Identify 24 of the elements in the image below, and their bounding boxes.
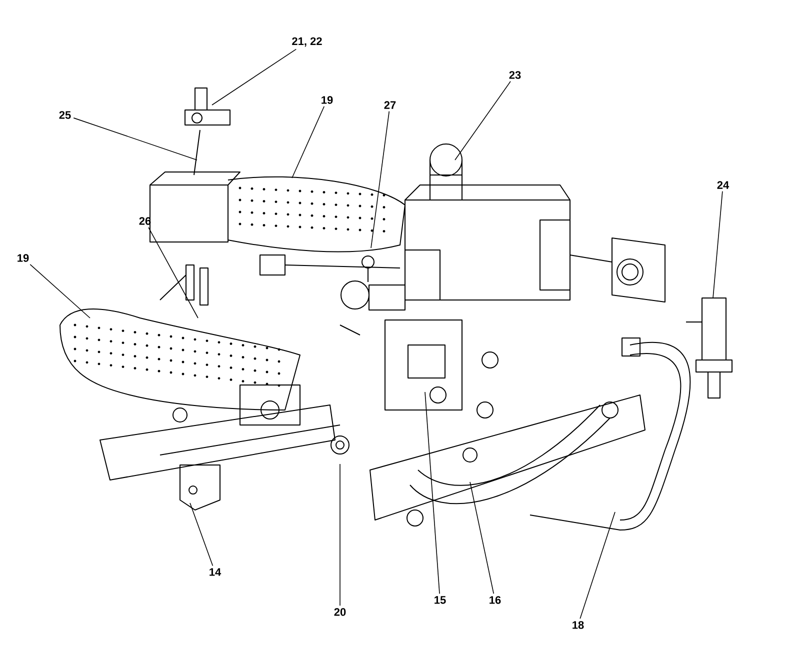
leader-line bbox=[712, 190, 723, 298]
callout-number: 16 bbox=[490, 596, 501, 604]
leader-line bbox=[454, 81, 511, 160]
callout-number: 14 bbox=[210, 568, 222, 576]
leader-line bbox=[370, 110, 390, 248]
leader-line bbox=[30, 264, 90, 318]
leader-line bbox=[190, 502, 214, 566]
leader-line bbox=[212, 48, 297, 106]
callout-number: 25 bbox=[59, 111, 71, 119]
leader-line bbox=[73, 118, 198, 160]
callout-number: 19 bbox=[322, 96, 333, 104]
leader-line bbox=[292, 106, 325, 178]
callout-number: 20 bbox=[334, 608, 346, 616]
callout-number: 18 bbox=[572, 621, 584, 629]
callout-number: 19 bbox=[18, 254, 29, 262]
callout-number: 15 bbox=[434, 596, 446, 604]
callout-number: 21, 22 bbox=[292, 37, 322, 47]
callout-number: 27 bbox=[384, 101, 396, 109]
callout-number: 23 bbox=[509, 71, 521, 79]
callout-number: 24 bbox=[717, 181, 730, 189]
leader-line bbox=[424, 392, 440, 594]
leader-line bbox=[148, 227, 198, 318]
leader-line bbox=[470, 482, 494, 594]
leader-line bbox=[580, 512, 616, 620]
